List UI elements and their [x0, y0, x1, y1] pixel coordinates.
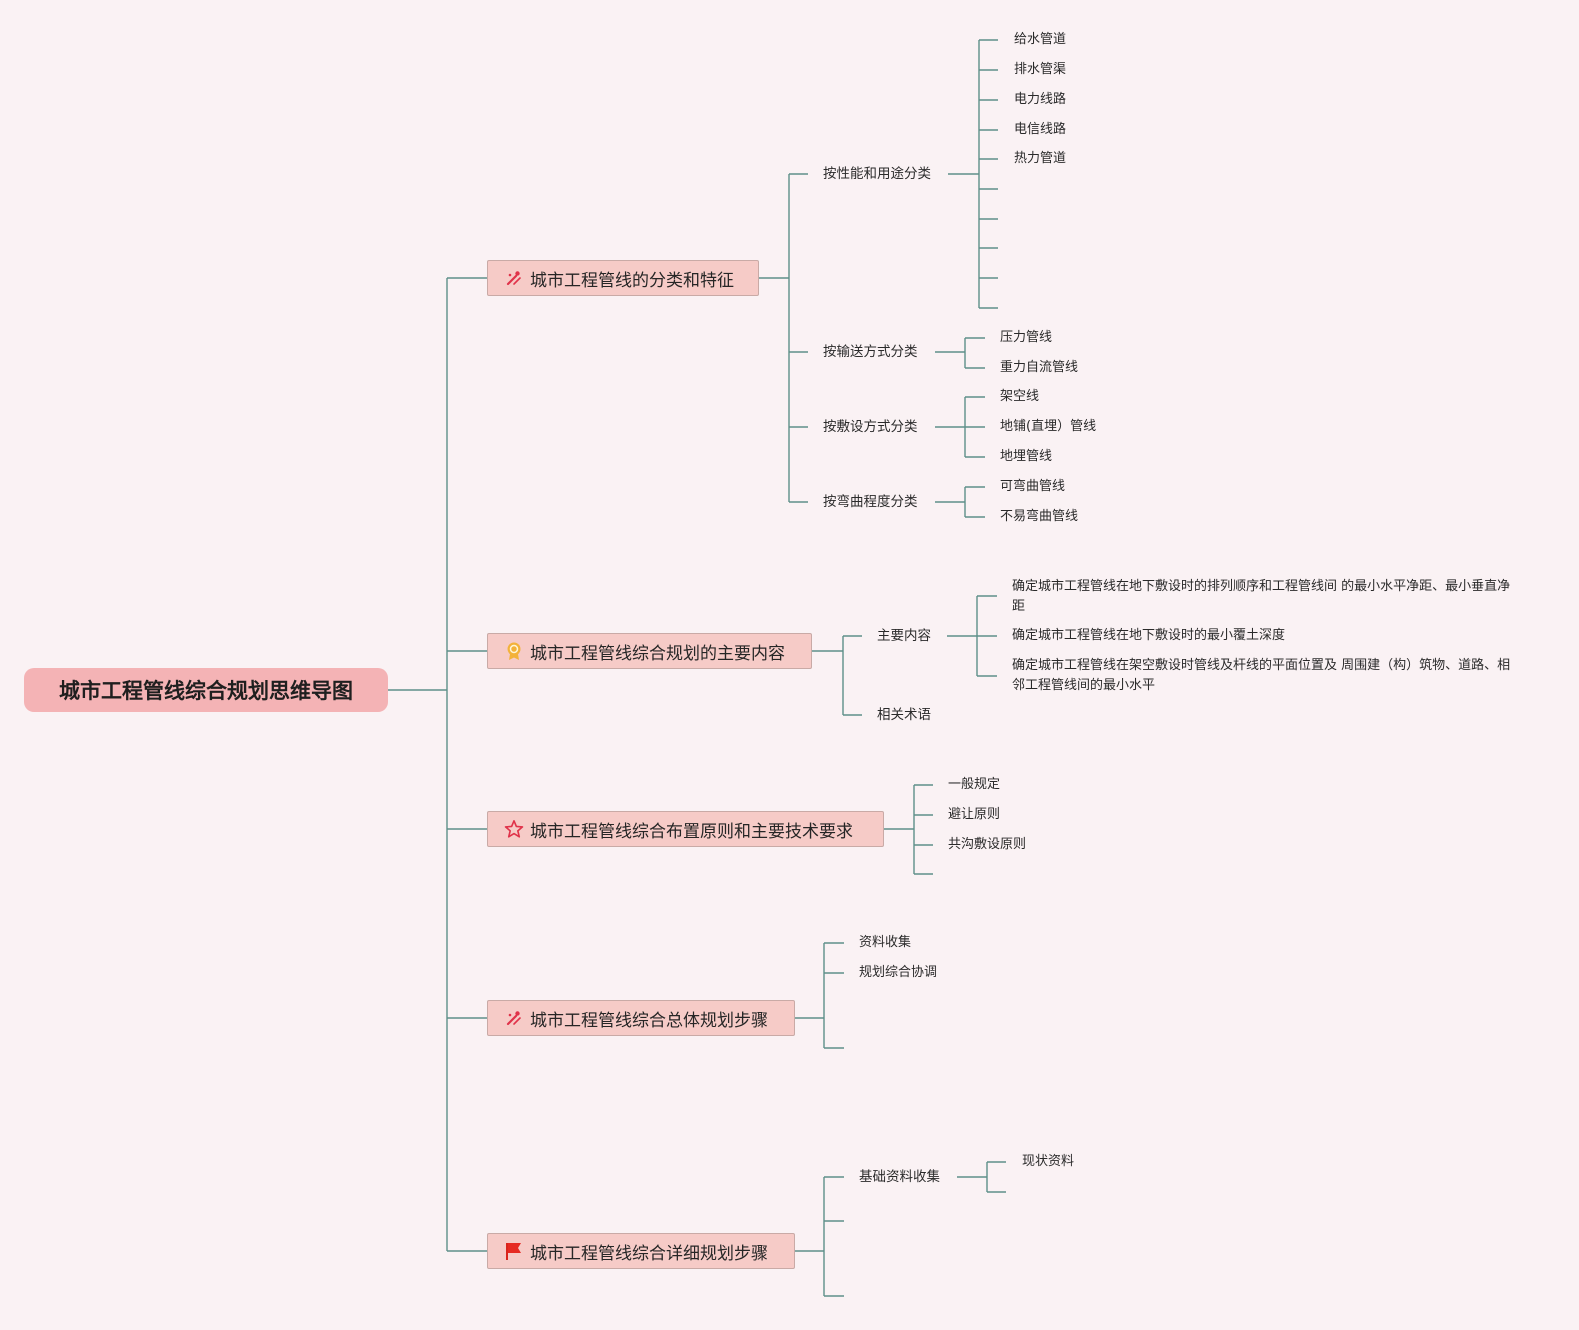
sub-topic[interactable]: 按性能和用途分类 — [823, 166, 931, 182]
sub-topic[interactable]: 基础资料收集 — [859, 1169, 940, 1185]
branch-label: 城市工程管线综合规划的主要内容 — [530, 643, 785, 664]
root-title: 城市工程管线综合规划思维导图 — [59, 679, 353, 703]
leaf-topic[interactable]: 地铺(直埋）管线 — [1000, 419, 1097, 434]
sub-topic[interactable]: 按输送方式分类 — [823, 344, 918, 360]
leaf-topic[interactable]: 确定城市工程管线在地下敷设时的排列顺序和工程管线间 的最小水平净距、最小垂直净距 — [1012, 579, 1511, 614]
leaf-topic[interactable]: 现状资料 — [1022, 1154, 1075, 1169]
tools-icon — [504, 1008, 524, 1028]
leaf-topic[interactable]: 资料收集 — [859, 935, 912, 950]
sub-topic[interactable]: 按敷设方式分类 — [823, 419, 918, 435]
star-icon — [504, 819, 524, 839]
leaf-topic[interactable]: 可弯曲管线 — [1000, 479, 1066, 494]
leaf-topic[interactable]: 避让原则 — [948, 807, 1001, 822]
branch-label: 城市工程管线的分类和特征 — [530, 270, 734, 291]
leaf-topic[interactable]: 一般规定 — [948, 777, 1001, 792]
branch-detailed-steps[interactable]: 城市工程管线综合详细规划步骤 — [487, 1233, 795, 1269]
leaf-topic[interactable]: 重力自流管线 — [1000, 360, 1079, 375]
leaf-topic[interactable]: 压力管线 — [1000, 330, 1053, 345]
branch-label: 城市工程管线综合总体规划步骤 — [530, 1010, 768, 1031]
leaf-topic[interactable]: 确定城市工程管线在架空敷设时管线及杆线的平面位置及 周围建（构）筑物、道路、相邻… — [1012, 658, 1511, 693]
leaf-topic[interactable]: 电信线路 — [1014, 122, 1067, 137]
leaf-topic[interactable]: 确定城市工程管线在地下敷设时的最小覆土深度 — [1012, 628, 1286, 643]
sub-topic[interactable]: 相关术语 — [877, 707, 931, 723]
medal-icon — [504, 641, 524, 661]
leaf-topic[interactable]: 地埋管线 — [1000, 449, 1053, 464]
leaf-topic[interactable]: 规划综合协调 — [859, 965, 938, 980]
sub-topic[interactable]: 主要内容 — [877, 628, 931, 644]
branch-label: 城市工程管线综合布置原则和主要技术要求 — [530, 821, 853, 842]
leaf-topic[interactable]: 架空线 — [1000, 389, 1040, 404]
leaf-topic[interactable]: 不易弯曲管线 — [1000, 509, 1079, 524]
sub-topic[interactable]: 按弯曲程度分类 — [823, 494, 918, 510]
leaf-topic[interactable]: 电力线路 — [1014, 92, 1067, 107]
tools-icon — [504, 268, 524, 288]
root-topic[interactable]: 城市工程管线综合规划思维导图 — [24, 668, 388, 712]
branch-overall-steps[interactable]: 城市工程管线综合总体规划步骤 — [487, 1000, 795, 1036]
leaf-topic[interactable]: 共沟敷设原则 — [948, 837, 1027, 852]
branch-main-content[interactable]: 城市工程管线综合规划的主要内容 — [487, 633, 812, 669]
branch-layout-principles[interactable]: 城市工程管线综合布置原则和主要技术要求 — [487, 811, 884, 847]
branch-classification[interactable]: 城市工程管线的分类和特征 — [487, 260, 759, 296]
leaf-topic[interactable]: 给水管道 — [1014, 32, 1067, 47]
branch-label: 城市工程管线综合详细规划步骤 — [530, 1243, 768, 1264]
leaf-topic[interactable]: 热力管道 — [1014, 151, 1067, 166]
leaf-topic[interactable]: 排水管渠 — [1014, 62, 1067, 77]
flag-icon — [504, 1241, 524, 1261]
